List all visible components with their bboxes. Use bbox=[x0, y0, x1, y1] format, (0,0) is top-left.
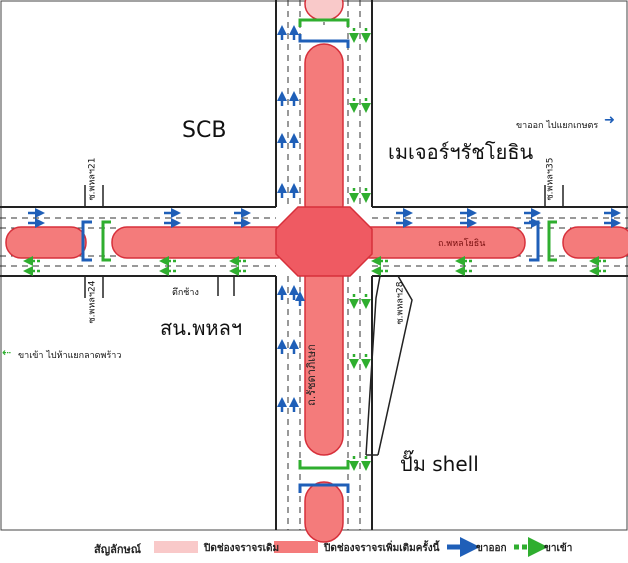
inbound-barriers bbox=[101, 18, 557, 470]
landmark-scb: SCB bbox=[182, 118, 227, 143]
legend-added-closure: ปิดช่องจราจรเพิ่มเติมครั้งนี้ bbox=[324, 543, 440, 554]
soi-edges bbox=[84, 185, 564, 456]
legend-outbound: ขาออก bbox=[476, 543, 507, 554]
inbound-ladprao-note: ขาเข้า ไปห้าแยกลาดพร้าว bbox=[18, 351, 122, 361]
outbound-arrow-icon: ➜ bbox=[604, 113, 615, 128]
existing-closures bbox=[304, 0, 344, 21]
soi21-label: ซ.พหลฯ21 bbox=[87, 157, 98, 201]
legend-inbound: ขาเข้า bbox=[544, 543, 573, 554]
outbound-kaset-note: ขาออก ไปแยกเกษตร bbox=[516, 121, 599, 131]
inbound-arrow-icon: ⇠ bbox=[2, 346, 12, 359]
landmark-shell: ปั๊ม shell bbox=[400, 452, 479, 476]
soi24-label: ซ.พหลฯ24 bbox=[87, 280, 98, 324]
road-ratchada-label: ถ.รัชดาภิเษก bbox=[304, 344, 318, 406]
soi28-label: ซ.พหลฯ28 bbox=[395, 281, 406, 325]
added-closures bbox=[5, 43, 628, 543]
direction-arrows bbox=[23, 25, 621, 471]
legend-title: สัญลักษณ์ bbox=[94, 543, 141, 556]
landmark-tuek-chang: ตึกช้าง bbox=[172, 288, 199, 298]
soi35-label: ซ.พหลฯ35 bbox=[545, 157, 556, 201]
road-edges bbox=[0, 0, 628, 530]
intersection-center-closure bbox=[275, 206, 373, 277]
legend-existing-closure: ปิดช่องจราจรเดิม bbox=[204, 543, 280, 554]
landmark-police-station: สน.พหลฯ bbox=[160, 316, 243, 340]
legend-swatches bbox=[154, 537, 548, 557]
road-phahon-label: ถ.พหลโยธิน bbox=[438, 239, 486, 249]
landmark-major: เมเจอร์ฯรัชโยธิน bbox=[388, 140, 534, 164]
